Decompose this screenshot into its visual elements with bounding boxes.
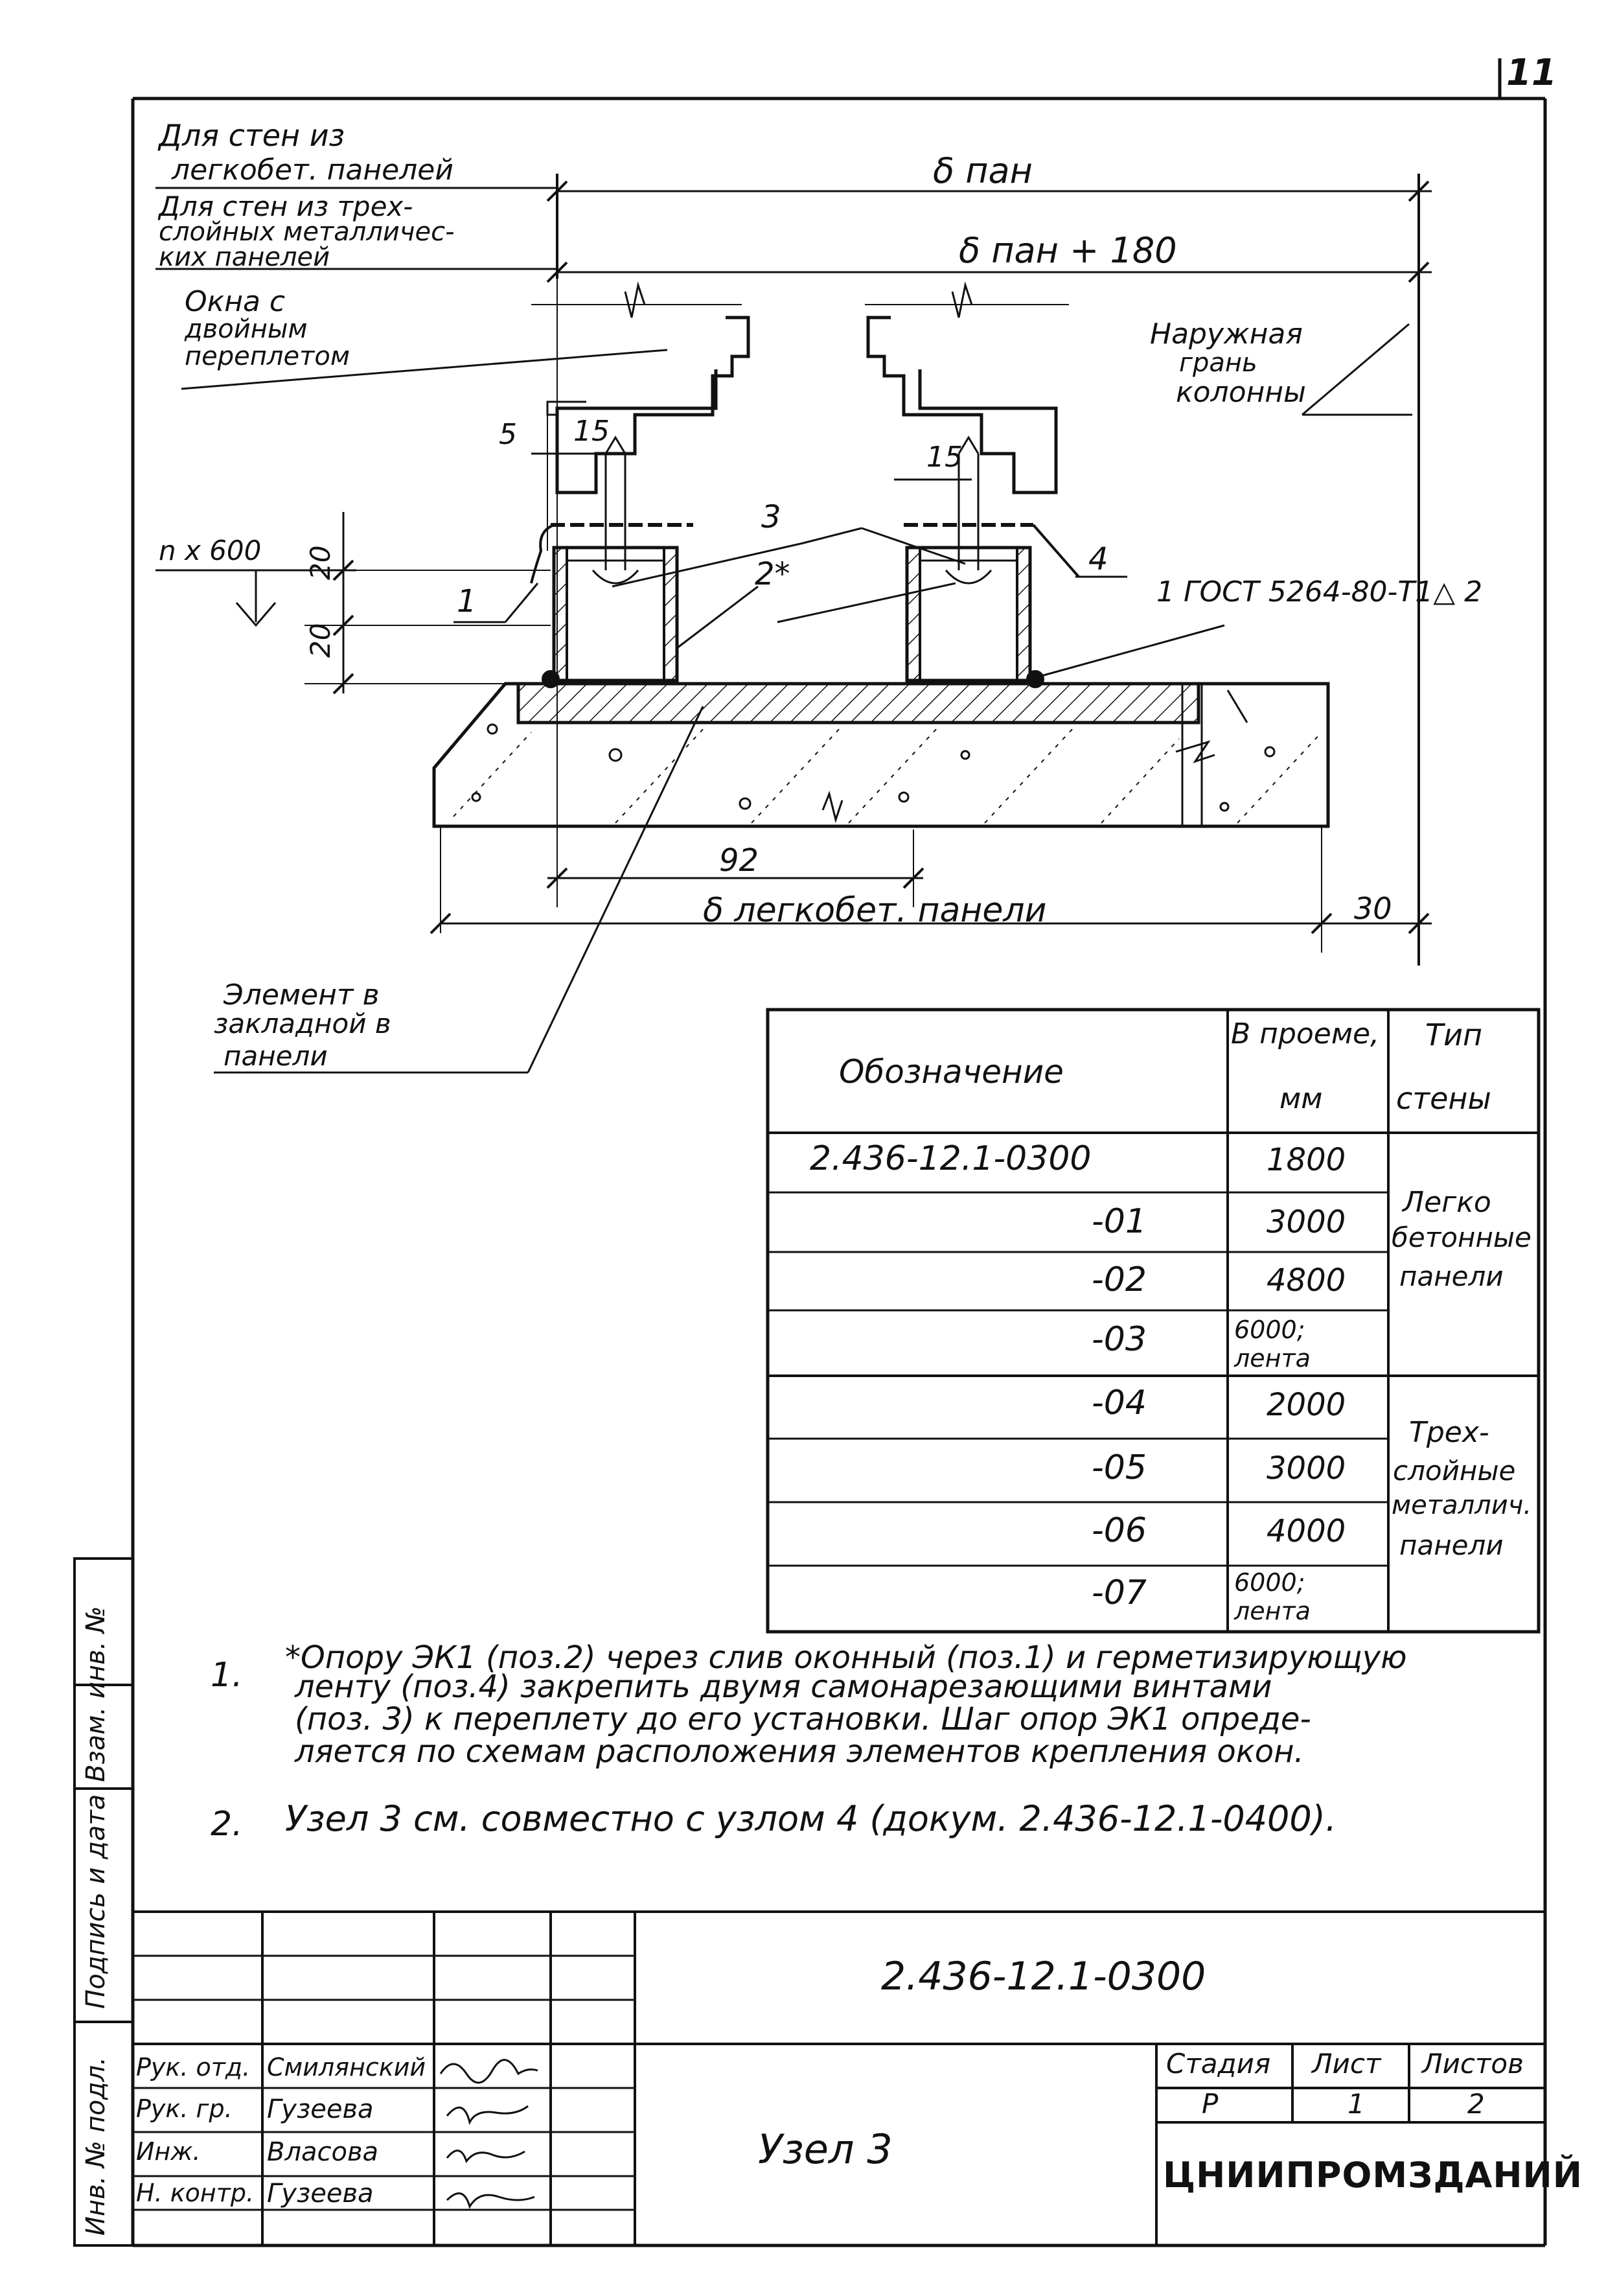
row-code-6: -06 (1092, 1511, 1147, 1550)
wall-group-1-line-3: панели (1399, 1260, 1504, 1292)
stamp-vzam-inv: Взам. инв. № (81, 1606, 111, 1782)
role-3: Н. контр. (136, 2179, 255, 2207)
note-metal-panels-3: ких панелей (159, 242, 330, 272)
wall-group-2-line-4: панели (1399, 1529, 1504, 1561)
note-1-number: 1. (211, 1656, 243, 1695)
row-opening-6: 4000 (1267, 1513, 1346, 1549)
signatures (439, 2059, 538, 2209)
name-1: Гузеева (267, 2094, 374, 2124)
pos-4: 4 (1088, 541, 1108, 577)
row-code-1: -01 (1092, 1202, 1147, 1241)
note-1-line-3: (поз. 3) к переплету до его установки. Ш… (295, 1701, 1311, 1737)
row-code-5: -05 (1092, 1448, 1147, 1487)
row-opening-0: 1800 (1267, 1142, 1346, 1178)
row-opening-7: 6000; лента (1234, 1568, 1311, 1625)
name-2: Власова (267, 2137, 379, 2167)
dim-15-left: 15 (573, 415, 610, 448)
row-opening-3: 6000; лента (1234, 1316, 1311, 1373)
role-0: Рук. отд. (136, 2053, 251, 2081)
dim-20-bottom: 20 (304, 623, 336, 658)
pos-2: 2* (755, 556, 790, 592)
role-2: Инж. (136, 2137, 201, 2166)
wall-group-2-line-3: металлич. (1392, 1490, 1532, 1520)
note-2-number: 2. (211, 1805, 243, 1844)
sheet-label: Лист (1312, 2048, 1381, 2080)
note-light-concrete-2: легкобет. панелей (172, 154, 453, 187)
note-embedded-3: панели (224, 1040, 328, 1072)
dim-92: 92 (719, 842, 759, 879)
note-window-2: двойным (185, 314, 308, 344)
wall-group-1-line-1: Легко (1403, 1186, 1491, 1219)
outer-face-3: колонны (1176, 376, 1306, 409)
stamp-inv-podl: Инв. № подл. (81, 2057, 111, 2236)
note-window-1: Окна с (185, 285, 286, 318)
stamp-signature-date: Подпись и дата (81, 1794, 111, 2009)
stage-label: Стадия (1166, 2048, 1271, 2080)
dim-5: 5 (499, 418, 517, 451)
stage-value: Р (1202, 2088, 1219, 2120)
note-embedded-2: закладной в (214, 1008, 391, 1039)
role-1: Рук. гр. (136, 2094, 233, 2123)
name-3: Гузеева (267, 2179, 374, 2209)
row-code-3: -03 (1092, 1320, 1147, 1359)
note-2-text: Узел 3 см. совместно с узлом 4 (докум. 2… (285, 1798, 1337, 1839)
wall-group-2-line-1: Трех- (1409, 1416, 1489, 1449)
th-opening-2: мм (1279, 1082, 1323, 1115)
th-opening-1: В проеме, (1231, 1017, 1380, 1050)
weld-note: 1 ГОСТ 5264-80-Т1△ 2 (1156, 575, 1483, 609)
node-3-detail (155, 174, 1432, 1074)
pos-1: 1 (457, 583, 477, 620)
th-walltype-1: Тип (1425, 1017, 1483, 1052)
sheets-value: 2 (1467, 2088, 1485, 2120)
title-block-grid (133, 1910, 1545, 2245)
sheet-number: 11 (1506, 52, 1557, 94)
row-code-2: -02 (1092, 1260, 1147, 1299)
name-0: Смилянский (267, 2053, 426, 2081)
row-opening-1: 3000 (1267, 1204, 1346, 1240)
wall-group-2-line-2: слойные (1393, 1455, 1516, 1487)
row-code-7: -07 (1092, 1573, 1147, 1612)
spec-table-lines (766, 1008, 1541, 1634)
doc-code: 2.436-12.1-0300 (881, 1954, 1206, 1999)
sheets-label: Листов (1422, 2048, 1524, 2080)
th-designation: Обозначение (839, 1053, 1064, 1091)
row-code-0: 2.436-12.1-0300 (810, 1139, 1092, 1178)
dim-b-pan-180: δ пан + 180 (959, 230, 1177, 271)
note-embedded-1: Элемент в (224, 979, 380, 1012)
outer-face-2: грань (1179, 348, 1257, 378)
dim-b-light: δ легкобет. панели (703, 891, 1047, 930)
note-1-line-1: *Опору ЭК1 (поз.2) через слив оконный (п… (285, 1640, 1407, 1676)
row-opening-4: 2000 (1267, 1387, 1346, 1423)
row-code-4: -04 (1092, 1384, 1147, 1422)
note-metal-panels-2: слойных металличес- (159, 217, 455, 247)
dim-b-pan: δ пан (933, 150, 1033, 191)
note-light-concrete-1: Для стен из (159, 118, 345, 153)
outer-face-1: Наружная (1150, 318, 1303, 351)
note-window-3: переплетом (185, 342, 350, 371)
drawing-title: Узел 3 (758, 2126, 893, 2173)
note-1-line-4: ляется по схемам расположения элементов … (295, 1734, 1304, 1770)
dim-n600: n x 600 (159, 535, 262, 566)
sheet-frame (73, 58, 1547, 2247)
organization-name: ЦНИИПРОМЗДАНИЙ (1163, 2155, 1583, 2196)
row-opening-2: 4800 (1267, 1262, 1346, 1299)
sheet-value: 1 (1348, 2088, 1365, 2120)
dim-30: 30 (1354, 891, 1392, 926)
note-metal-panels-1: Для стен из трех- (159, 191, 413, 222)
note-1-line-2: ленту (поз.4) закрепить двумя самонареза… (295, 1669, 1272, 1705)
row-opening-5: 3000 (1267, 1450, 1346, 1487)
dim-15-right: 15 (926, 441, 963, 474)
dim-20-top: 20 (304, 545, 336, 580)
pos-3: 3 (761, 499, 781, 535)
th-walltype-2: стены (1396, 1081, 1491, 1116)
wall-group-1-line-2: бетонные (1392, 1222, 1531, 1253)
